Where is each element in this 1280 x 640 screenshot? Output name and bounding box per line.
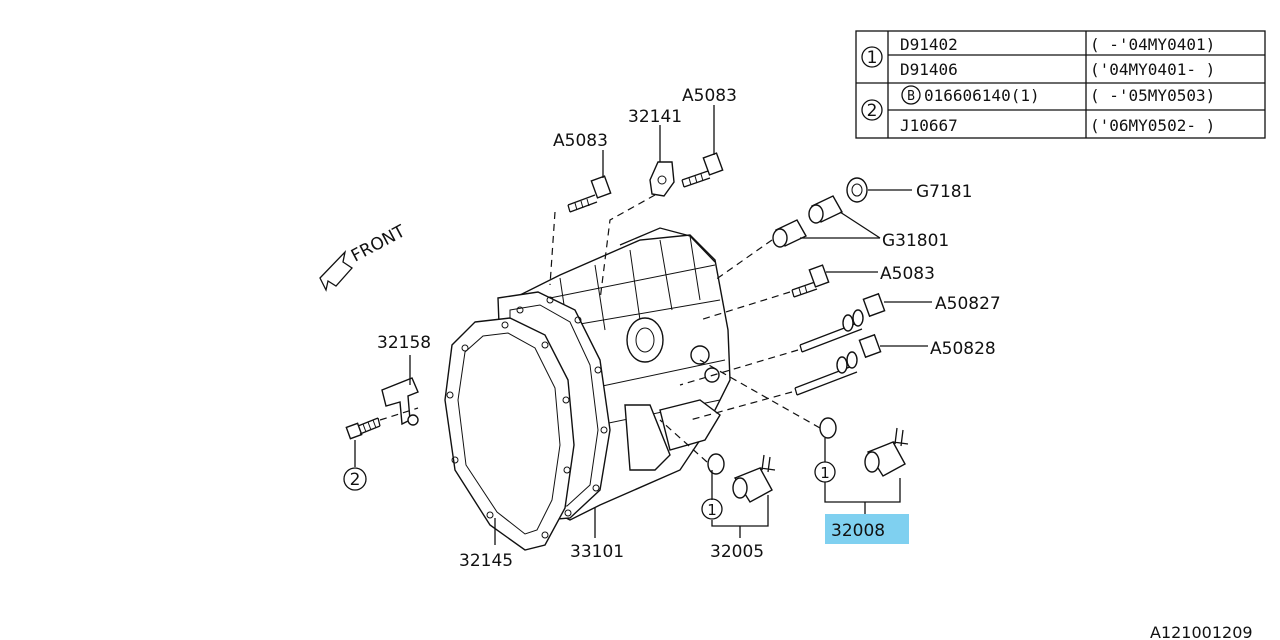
bolt-a5083-top[interactable] [681,152,724,188]
legend-ref-2: 2 [867,101,878,121]
legend-part-016606140[interactable]: 016606140(1) [924,86,1040,105]
label-g7181[interactable]: G7181 [916,182,972,202]
label-32008[interactable]: 32008 [831,521,885,541]
ref1a-circle [701,498,723,520]
diagram-id: A121001209 [1150,623,1253,640]
legend-range-016606140: ( -'05MY0503) [1090,86,1215,105]
legend-prefix-b: B [907,89,915,104]
bolt-a50828[interactable] [794,333,882,396]
label-ref1-a: 1 [707,501,717,519]
bolt-a5083-left[interactable] [567,175,612,213]
legend-part-d91406[interactable]: D91406 [900,60,958,79]
switch-32005[interactable] [707,453,776,503]
label-ref2: 2 [350,470,361,490]
label-a5083-top[interactable]: A5083 [682,86,737,106]
label-ref1-b: 1 [820,464,830,482]
bushing-g31801-a[interactable] [772,219,807,248]
legend-range-d91406: ('04MY0401- ) [1090,60,1215,79]
label-32158[interactable]: 32158 [377,333,431,353]
assembly-lines [379,194,821,463]
bushing-g31801-b[interactable] [808,195,843,224]
label-g31801[interactable]: G31801 [882,231,949,251]
legend-part-d91402[interactable]: D91402 [900,35,958,54]
ref1b-circle [814,461,836,483]
legend-table: 1 2 D91402 ( -'04MY0401) D91406 ('04MY04… [855,30,1266,139]
bracket-32158[interactable] [381,377,419,426]
ref2-circle [343,467,367,491]
bolt-ref2[interactable] [345,417,381,440]
label-32145[interactable]: 32145 [459,551,513,571]
label-32005[interactable]: 32005 [710,542,764,562]
front-label: FRONT [348,221,409,266]
plate-32141[interactable] [649,161,675,197]
label-33101[interactable]: 33101 [570,542,624,562]
legend-part-j10667[interactable]: J10667 [900,116,958,135]
label-32141[interactable]: 32141 [628,107,682,127]
bolt-a50827[interactable] [799,292,886,353]
legend-range-d91402: ( -'04MY0401) [1090,35,1215,54]
switch-32008[interactable] [819,417,909,477]
front-arrow-icon: FRONT [319,221,409,292]
bolt-a5083-mid[interactable] [791,264,830,298]
label-a50828[interactable]: A50828 [930,339,996,359]
leader-lines [354,105,932,545]
callout-labels: A5083 32141 A5083 G7181 G31801 A5083 A50… [350,86,1001,571]
label-a50827[interactable]: A50827 [935,294,1001,314]
legend-ref-1: 1 [867,48,878,68]
gasket-32145[interactable] [444,317,575,551]
seal-g7181[interactable] [846,177,868,203]
legend-range-j10667: ('06MY0502- ) [1090,116,1215,135]
highlight-32008 [825,514,909,544]
label-a5083-left[interactable]: A5083 [553,131,608,151]
label-a5083-mid[interactable]: A5083 [880,264,935,284]
